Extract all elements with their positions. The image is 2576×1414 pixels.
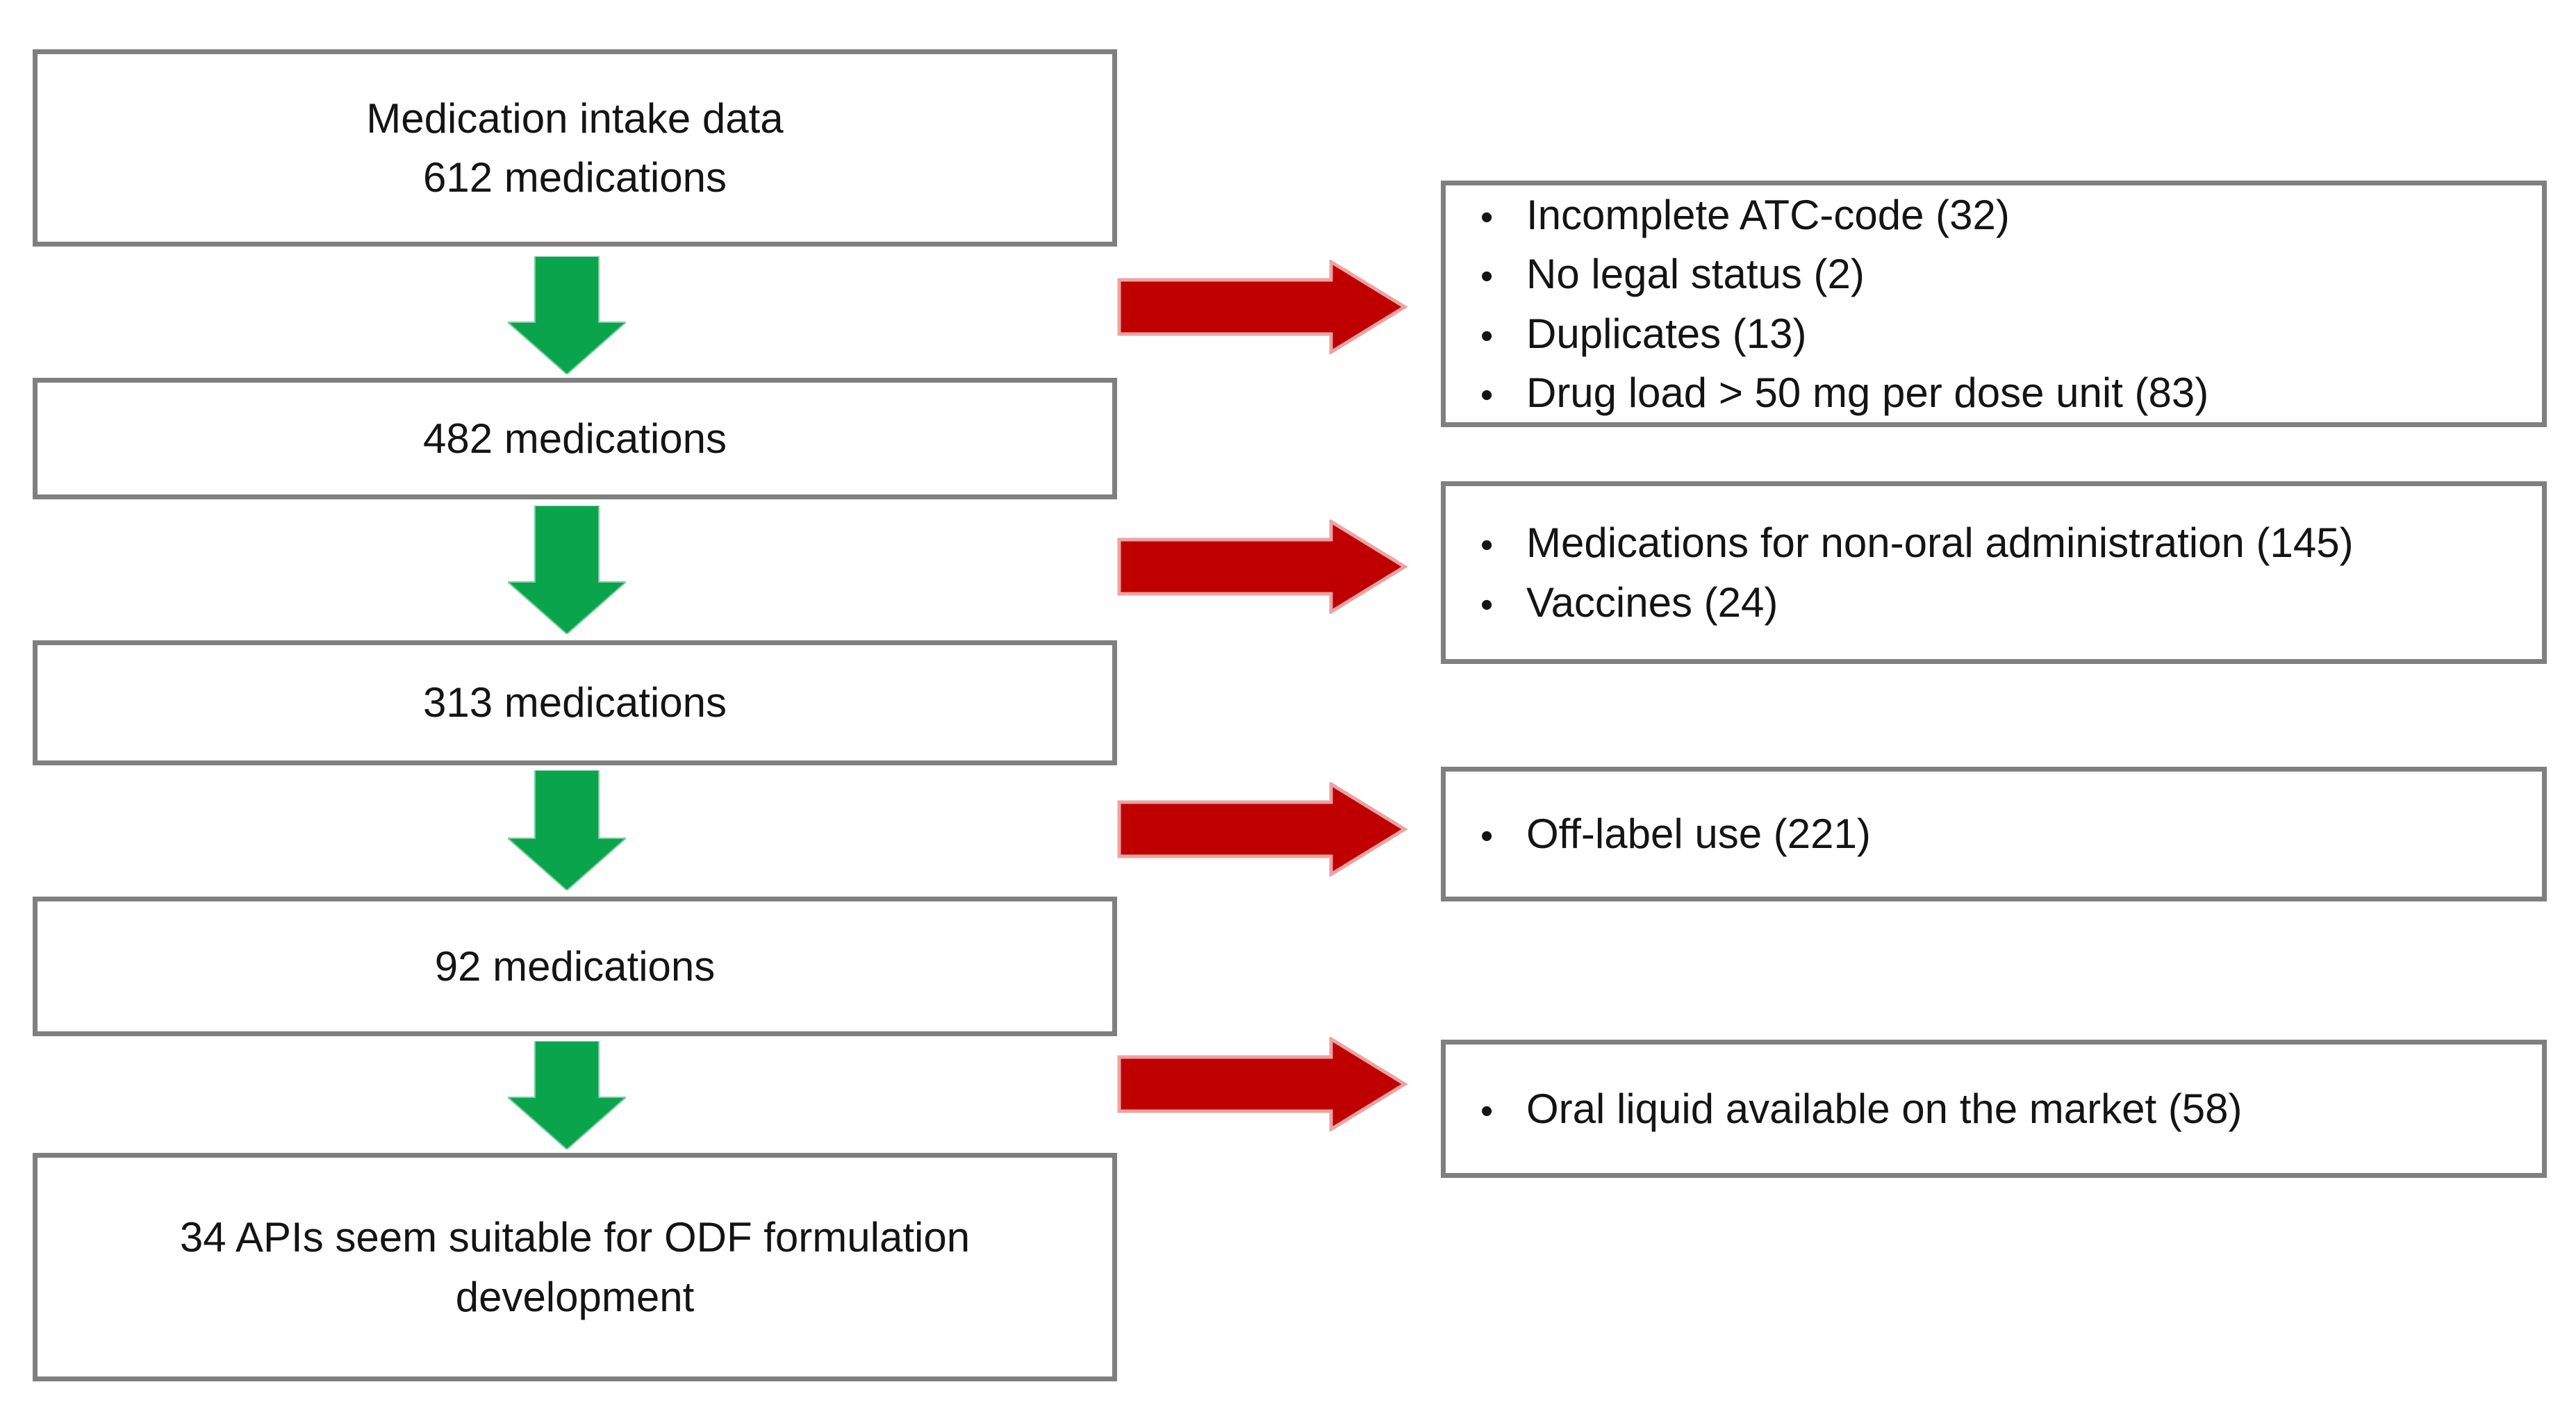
exclusion-item: • Vaccines (24): [1473, 573, 2514, 632]
down-arrow-icon-1: [508, 256, 626, 374]
flow-box-result-text: 34 APIs seem suitable for ODF formulatio…: [179, 1214, 971, 1320]
exclusion-box-1: • Incomplete ATC-code (32) • No legal st…: [1441, 181, 2547, 427]
flow-box-intake: Medication intake data 612 medications: [33, 49, 1117, 247]
bullet-icon: •: [1480, 315, 1494, 356]
flow-box-482-text: 482 medications: [423, 415, 727, 462]
exclusion-item: • Off-label use (221): [1473, 804, 2514, 863]
flow-box-313: 313 medications: [33, 640, 1117, 765]
bullet-icon: •: [1480, 197, 1494, 238]
bullet-icon: •: [1480, 256, 1494, 297]
exclusion-item-text: Drug load > 50 mg per dose unit (83): [1526, 369, 2209, 416]
flow-box-313-text: 313 medications: [423, 679, 727, 726]
exclusion-item: • Incomplete ATC-code (32): [1473, 185, 2514, 244]
down-arrow-icon-3: [508, 770, 626, 890]
flow-box-result: 34 APIs seem suitable for ODF formulatio…: [33, 1153, 1117, 1381]
exclusion-arrow-icon-1: [1117, 260, 1409, 354]
exclusion-box-4: • Oral liquid available on the market (5…: [1441, 1040, 2547, 1178]
flow-box-intake-line1: Medication intake data: [366, 94, 784, 142]
exclusion-arrow-icon-4: [1117, 1037, 1409, 1131]
exclusion-item: • Medications for non-oral administratio…: [1473, 513, 2514, 572]
bullet-icon: •: [1480, 374, 1494, 415]
exclusion-arrow-icon-3: [1117, 782, 1409, 876]
exclusion-arrow-icon-2: [1117, 519, 1409, 614]
exclusion-box-3: • Off-label use (221): [1441, 767, 2547, 901]
bullet-icon: •: [1480, 1090, 1494, 1131]
exclusion-item: • No legal status (2): [1473, 244, 2514, 303]
flow-box-92: 92 medications: [33, 897, 1117, 1036]
exclusion-box-2: • Medications for non-oral administratio…: [1441, 481, 2547, 664]
down-arrow-icon-4: [508, 1041, 626, 1149]
exclusion-item: • Drug load > 50 mg per dose unit (83): [1473, 363, 2514, 422]
exclusion-item: • Oral liquid available on the market (5…: [1473, 1079, 2514, 1138]
flow-box-intake-line2: 612 medications: [423, 154, 727, 201]
flow-box-92-text: 92 medications: [434, 942, 716, 990]
exclusion-item-text: Vaccines (24): [1526, 579, 1778, 626]
exclusion-item: • Duplicates (13): [1473, 304, 2514, 363]
bullet-icon: •: [1480, 525, 1494, 566]
exclusion-item-text: Off-label use (221): [1526, 810, 1871, 858]
exclusion-item-text: Incomplete ATC-code (32): [1526, 192, 2010, 239]
bullet-icon: •: [1480, 584, 1494, 625]
flow-box-intake-text: Medication intake data 612 medications: [366, 89, 783, 207]
exclusion-item-text: Medications for non-oral administration …: [1526, 519, 2354, 567]
exclusion-item-text: Duplicates (13): [1526, 310, 1807, 357]
exclusion-item-text: Oral liquid available on the market (58): [1526, 1085, 2243, 1132]
flow-box-482: 482 medications: [33, 378, 1117, 499]
exclusion-item-text: No legal status (2): [1526, 251, 1865, 298]
down-arrow-icon-2: [508, 506, 626, 634]
bullet-icon: •: [1480, 816, 1494, 857]
